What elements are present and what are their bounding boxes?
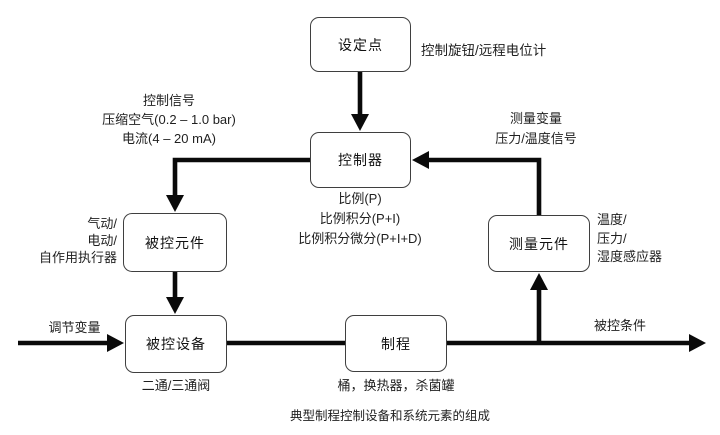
- label-measured-variable: 测量变量 压力/温度信号: [462, 109, 610, 149]
- node-controlled-device: 被控设备: [125, 315, 227, 373]
- label-sensor-line2: 压力/: [597, 230, 627, 246]
- node-process: 制程: [345, 315, 447, 372]
- label-sensor-types: 温度/ 压力/ 湿度感应器: [597, 211, 707, 267]
- label-control-modes-line2: 比例积分(P+I): [319, 211, 401, 226]
- label-controlled-condition: 被控条件: [593, 318, 646, 333]
- label-measured-variable-line1: 测量变量: [509, 111, 562, 126]
- label-control-signal-line3: 电流(4 – 20 mA): [122, 131, 216, 146]
- label-setpoint-note: 控制旋钮/远程电位计: [421, 43, 547, 58]
- node-setpoint: 设定点: [310, 17, 411, 72]
- arrow-controller-to-element: [172, 157, 310, 198]
- arrow-measuring-to-controller: [428, 157, 542, 215]
- label-actuator-line1: 气动/: [87, 216, 117, 231]
- arrowhead-controller-right: [412, 151, 429, 169]
- label-sensor-line1: 温度/: [597, 212, 627, 227]
- label-measured-variable-line2: 压力/温度信号: [495, 131, 577, 146]
- label-actuator-line2: 电动/: [87, 233, 117, 248]
- label-actuator-line3: 自作用执行器: [38, 250, 117, 265]
- arrowhead-controller-top: [351, 114, 369, 131]
- arrowhead-device-left: [107, 334, 124, 352]
- label-control-modes-line1: 比例(P): [338, 191, 382, 206]
- label-process-examples: 桶，换热器，杀菌罐: [337, 378, 455, 393]
- diagram-caption: 典型制程控制设备和系统元素的组成: [289, 409, 490, 423]
- label-sensor-line3: 湿度感应器: [597, 249, 663, 264]
- label-control-signal-line1: 控制信号: [142, 93, 195, 108]
- label-actuator-types: 气动/ 电动/ 自作用执行器: [14, 215, 117, 266]
- node-final-control-element: 被控元件: [123, 213, 227, 272]
- node-measuring-element: 测量元件: [488, 215, 590, 272]
- arrowhead-device-top: [166, 297, 184, 314]
- arrowhead-element-top: [166, 195, 184, 212]
- label-valve-note: 二通/三通阀: [141, 378, 211, 393]
- label-control-signal: 控制信号 压缩空气(0.2 – 1.0 bar) 电流(4 – 20 mA): [88, 91, 250, 148]
- label-manipulated-variable: 调节变量: [48, 320, 101, 335]
- arrowhead-output-right: [689, 334, 706, 352]
- node-controller: 控制器: [310, 132, 411, 188]
- label-control-modes: 比例(P) 比例积分(P+I) 比例积分微分(P+I+D): [258, 189, 462, 249]
- label-control-signal-line2: 压缩空气(0.2 – 1.0 bar): [102, 112, 236, 127]
- label-control-modes-line3: 比例积分微分(P+I+D): [298, 231, 422, 246]
- arrowhead-measuring-bottom: [530, 273, 548, 290]
